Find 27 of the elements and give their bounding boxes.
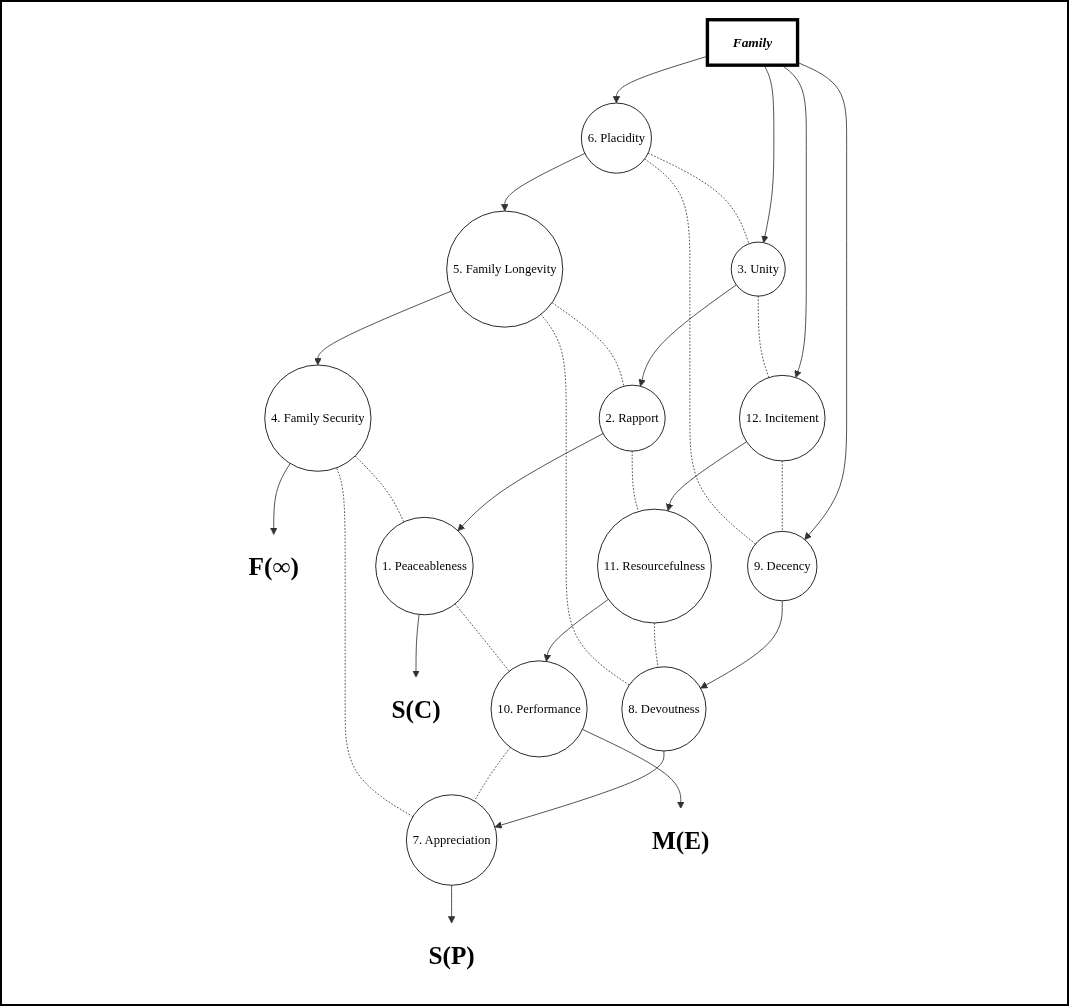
node-text: F(∞) <box>248 552 299 580</box>
connector <box>653 622 658 668</box>
node-circle: 8. Devoutness <box>620 666 706 752</box>
node-circle: 12. Incitement <box>738 374 825 462</box>
node-text: S(P) <box>427 940 475 969</box>
node-circle: 1. Peaceableness <box>374 516 474 616</box>
node-text: S(C) <box>390 695 441 723</box>
node-circle: 5. Family Longevity <box>445 210 563 328</box>
node-circle: 7. Appreciation <box>405 794 497 886</box>
connector <box>354 455 404 523</box>
connector <box>473 746 511 802</box>
connector <box>781 460 783 532</box>
connector <box>335 467 413 818</box>
connector <box>454 603 510 672</box>
node-circle: 2. Rapport <box>598 384 666 452</box>
node-text: M(E) <box>651 826 710 854</box>
node-box: Family <box>705 18 799 67</box>
connector <box>551 302 624 387</box>
node-circle: 10. Performance <box>490 660 588 758</box>
connector <box>631 450 639 512</box>
connector <box>643 158 756 545</box>
node-circle: 3. Unity <box>730 241 786 297</box>
node-circle: 6. Placidity <box>580 102 652 174</box>
node-circle: 4. Family Security <box>263 364 371 472</box>
node-circle: 11. Resourcefulness <box>596 508 712 624</box>
connector <box>757 295 769 378</box>
node-circle: 9. Decency <box>746 530 817 602</box>
